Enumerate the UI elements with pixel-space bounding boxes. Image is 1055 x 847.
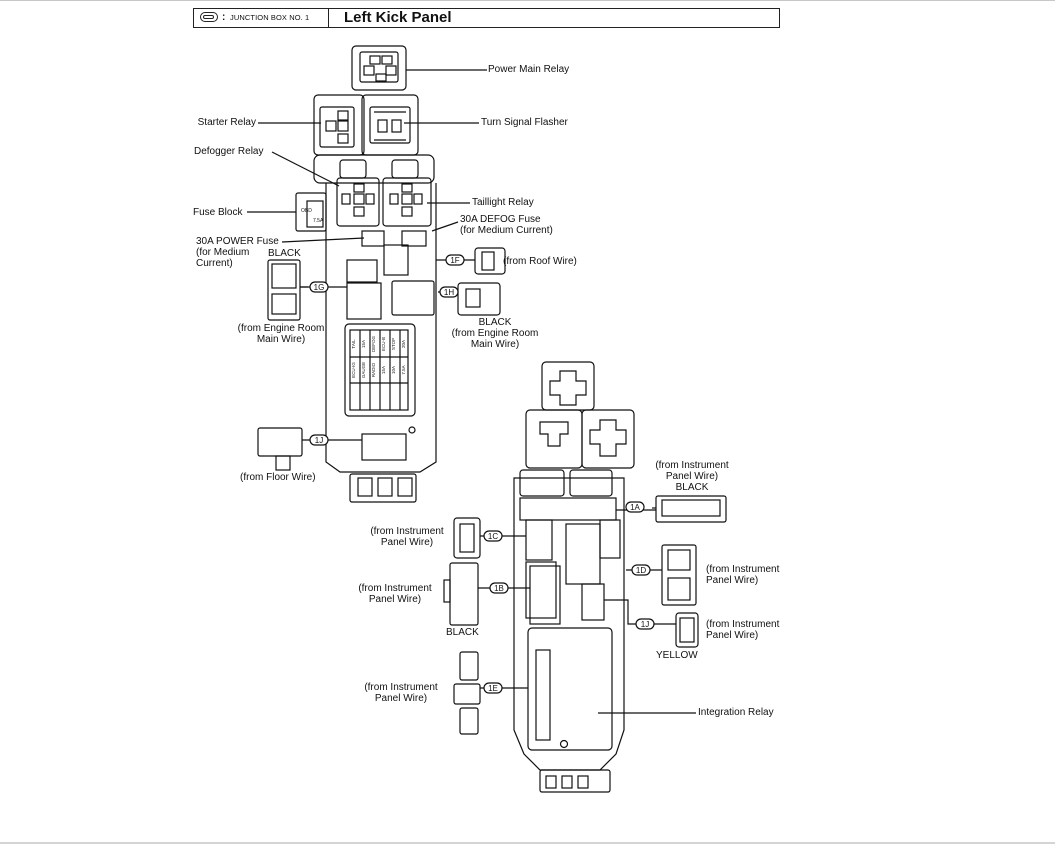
top-border bbox=[0, 0, 1055, 1]
connector-1J-lower-shape bbox=[675, 612, 699, 648]
tag-1H: 1H bbox=[444, 288, 454, 297]
tag-1D: 1D bbox=[636, 566, 646, 575]
page-title: Left Kick Panel bbox=[344, 9, 452, 26]
fuse-label: ECU-B bbox=[381, 337, 386, 351]
label-ip-1D: (from Instrument Panel Wire) bbox=[706, 564, 780, 586]
upper-main-body bbox=[325, 183, 437, 503]
label-fuse-block: Fuse Block bbox=[193, 207, 243, 218]
tag-1B: 1B bbox=[494, 584, 504, 593]
label-roof-wire: (from Roof Wire) bbox=[503, 256, 577, 267]
fuse-label: STOP bbox=[391, 338, 396, 350]
label-floor-wire: (from Floor Wire) bbox=[240, 472, 316, 483]
fuse-label: ECU-IG bbox=[351, 362, 356, 378]
fuse-label: 15A bbox=[361, 340, 366, 348]
connector-1J-shape bbox=[257, 427, 303, 471]
page-header: : JUNCTION BOX NO. 1 Left Kick Panel bbox=[193, 8, 780, 28]
junction-box-label: JUNCTION BOX NO. 1 bbox=[230, 13, 310, 22]
fuse-label: 10A bbox=[391, 366, 396, 374]
tag-1A: 1A bbox=[630, 503, 640, 512]
turn-signal-flasher-shape bbox=[361, 94, 419, 156]
label-ip-1E: (from Instrument Panel Wire) bbox=[364, 682, 438, 704]
tag-1C: 1C bbox=[488, 532, 498, 541]
starter-relay-shape bbox=[313, 94, 365, 156]
connector-1H-shape bbox=[391, 280, 501, 316]
tag-lower-1J: 1J bbox=[641, 620, 649, 629]
label-defogger-relay: Defogger Relay bbox=[194, 146, 264, 157]
relay-row-2 bbox=[313, 154, 435, 227]
label-black-1B: BLACK bbox=[446, 627, 479, 638]
connector-1G-shape bbox=[267, 259, 308, 321]
fuse-grid bbox=[349, 329, 409, 411]
label-black-1g: BLACK bbox=[268, 248, 301, 259]
lower-callout-lines bbox=[478, 509, 696, 714]
fuse-label: DEFOG bbox=[371, 336, 376, 353]
connector-1C-shape bbox=[453, 517, 481, 559]
label-engine-room-left: (from Engine Room Main Wire) bbox=[237, 323, 325, 345]
tag-1F: 1F bbox=[450, 256, 459, 265]
label-ip-1J: (from Instrument Panel Wire) bbox=[706, 619, 780, 641]
junction-box-oval-icon bbox=[200, 12, 218, 22]
lower-connector-tags: 1A 1C 1B 1D 1J 1E bbox=[483, 501, 655, 694]
power-main-relay-shape bbox=[351, 45, 407, 91]
lower-junction-box: 1A 1C 1B 1D 1J 1E bbox=[443, 361, 727, 793]
fuse-label: TAIL bbox=[351, 339, 356, 349]
fuse-block-text-obd: OBD bbox=[301, 208, 312, 214]
fuse-block-shape: OBD 7.5A bbox=[295, 192, 327, 232]
colon-mark: : bbox=[222, 12, 226, 23]
fuse-block-text-amp: 7.5A bbox=[313, 218, 324, 224]
label-turn-signal-flasher: Turn Signal Flasher bbox=[481, 117, 568, 128]
lower-relay-top bbox=[541, 361, 595, 411]
connector-1B-shape bbox=[443, 562, 561, 626]
label-power-main-relay: Power Main Relay bbox=[488, 64, 570, 75]
label-ip-1A: (from Instrument Panel Wire) BLACK bbox=[655, 460, 729, 493]
connector-1E-shape bbox=[453, 651, 481, 735]
label-yellow-1J: YELLOW bbox=[656, 650, 698, 661]
upper-junction-box: OBD 7.5A bbox=[247, 45, 506, 503]
label-engine-room-right: BLACK (from Engine Room Main Wire) bbox=[451, 317, 539, 350]
label-integration-relay: Integration Relay bbox=[698, 707, 774, 718]
label-ip-1B: (from Instrument Panel Wire) bbox=[358, 583, 432, 605]
lower-relay-pair bbox=[525, 409, 635, 469]
connector-1D-shape bbox=[661, 544, 697, 606]
label-taillight-relay: Taillight Relay bbox=[472, 197, 534, 208]
bottom-border bbox=[0, 842, 1055, 844]
junction-box-tag: : JUNCTION BOX NO. 1 bbox=[194, 9, 329, 27]
label-ip-1C: (from Instrument Panel Wire) bbox=[370, 526, 444, 548]
fuse-label: GAUGE bbox=[361, 362, 366, 378]
connector-1F-shape bbox=[474, 247, 506, 275]
label-power-fuse: 30A POWER Fuse (for Medium Current) bbox=[196, 236, 279, 269]
fuse-label: 7.5A bbox=[401, 365, 406, 374]
fuse-label: RADIO bbox=[371, 362, 376, 377]
upper-connector-tags: 1G 1F 1H 1J bbox=[309, 254, 465, 446]
fuse-label: 15A bbox=[381, 366, 386, 374]
fuse-label: 20A bbox=[401, 340, 406, 348]
label-defog-fuse: 30A DEFOG Fuse (for Medium Current) bbox=[460, 214, 553, 236]
tag-1E: 1E bbox=[488, 684, 498, 693]
label-starter-relay: Starter Relay bbox=[197, 117, 256, 128]
connector-1A-shape bbox=[652, 495, 727, 523]
tag-upper-1J: 1J bbox=[315, 436, 323, 445]
lower-main-body bbox=[513, 469, 625, 793]
tag-1G: 1G bbox=[314, 283, 325, 292]
